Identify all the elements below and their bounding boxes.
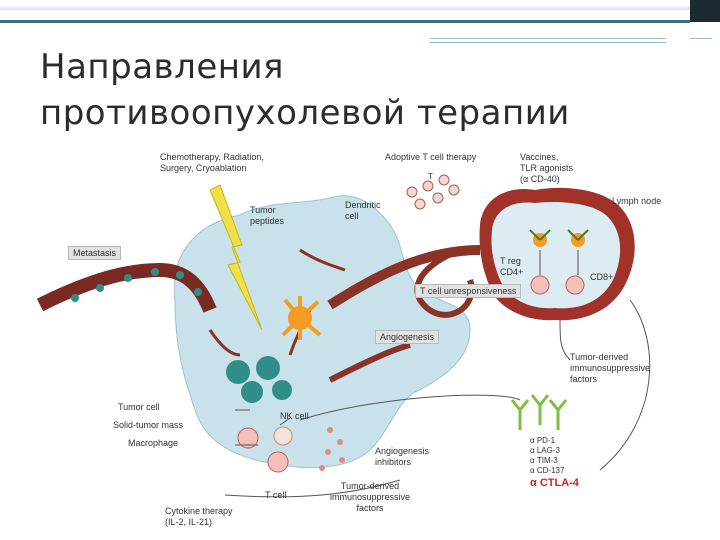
label-nk-cell: NK cell xyxy=(280,411,309,421)
cd8-cell xyxy=(565,275,585,295)
cell-connector xyxy=(539,250,579,275)
label-cd8: CD8+ xyxy=(590,272,614,282)
tumor-cell xyxy=(241,381,263,403)
top-bar-corner xyxy=(690,0,720,22)
metastasis-cell xyxy=(151,268,159,276)
label-tumor-peptides: Tumor peptides xyxy=(250,205,285,226)
label-dendritic: Dendritic cell xyxy=(345,200,381,221)
adoptive-t-cells xyxy=(406,174,460,210)
antibody-item: α CD-137 xyxy=(530,466,565,475)
antibody-list: α PD-1 α LAG-3 α TIM-3 α CD-137 xyxy=(530,436,564,476)
lightning-bolt xyxy=(209,184,263,331)
top-bar xyxy=(0,0,720,23)
label-solid-tumor: Solid-tumor mass xyxy=(113,420,184,430)
t-letter: T xyxy=(428,172,433,181)
top-bar-line xyxy=(0,20,690,23)
nk-cell xyxy=(273,426,293,446)
label-t-cell: T cell xyxy=(265,490,287,500)
decor-line-3 xyxy=(430,42,666,43)
immunosuppressive-dots xyxy=(319,427,345,471)
label-metastasis: Metastasis xyxy=(68,246,122,260)
decor-line-1 xyxy=(430,38,666,39)
metastasis-cell xyxy=(176,271,184,279)
label-macrophage: Macrophage xyxy=(128,438,179,448)
vessel-loop xyxy=(414,247,475,318)
label-cytokine: Cytokine therapy (IL-2, IL-21) xyxy=(165,506,233,527)
lymph-node-inner xyxy=(491,201,621,309)
t-cell xyxy=(267,451,289,473)
label-unresponsiveness: T cell unresponsiveness xyxy=(415,284,522,298)
metastasis-cell xyxy=(71,294,79,302)
label-tumor-derived-bottom: Tumor-derived immunosuppressive factors xyxy=(330,481,411,513)
antibody-item: α PD-1 xyxy=(530,436,556,445)
label-angio-inhibitors: Angiogenesis inhibitors xyxy=(375,446,430,467)
macrophage-cell xyxy=(237,427,259,449)
page-title: Направления противоопухолевой терапии xyxy=(40,47,570,133)
treg-cell xyxy=(530,275,550,295)
label-lymph-node: Lymph node xyxy=(612,196,662,206)
antibody-item: α TIM-3 xyxy=(530,456,558,465)
label-angiogenesis: Angiogenesis xyxy=(375,330,440,344)
label-ctla4: α CTLA-4 xyxy=(530,477,579,489)
metastasis-cell xyxy=(194,288,202,296)
label-tumor-derived-right: Tumor-derived immunosuppressive factors xyxy=(570,352,651,384)
antibody-item: α LAG-3 xyxy=(530,446,560,455)
antibody-icons xyxy=(510,394,568,430)
decor-line-2 xyxy=(690,38,712,39)
tumor-cell xyxy=(272,380,292,400)
lymph-dendritic-cells xyxy=(529,229,589,247)
label-adoptive: Adoptive T cell therapy xyxy=(385,152,477,162)
connector-lines xyxy=(224,289,651,498)
dendritic-cell xyxy=(281,296,322,340)
label-treg: T reg CD4+ xyxy=(500,256,524,277)
label-chemo: Chemotherapy, Radiation, Surgery, Cryoab… xyxy=(160,152,264,173)
tumor-cell xyxy=(226,360,250,384)
tumor-cell xyxy=(256,356,280,380)
vessel-angio xyxy=(328,342,411,383)
label-tumor-cell: Tumor cell xyxy=(118,402,160,412)
metastasis-cell xyxy=(96,284,104,292)
label-vaccines: Vaccines, TLR agonists (α CD-40) xyxy=(520,152,574,184)
top-bar-gradient xyxy=(0,0,690,10)
metastasis-cell xyxy=(124,274,132,282)
